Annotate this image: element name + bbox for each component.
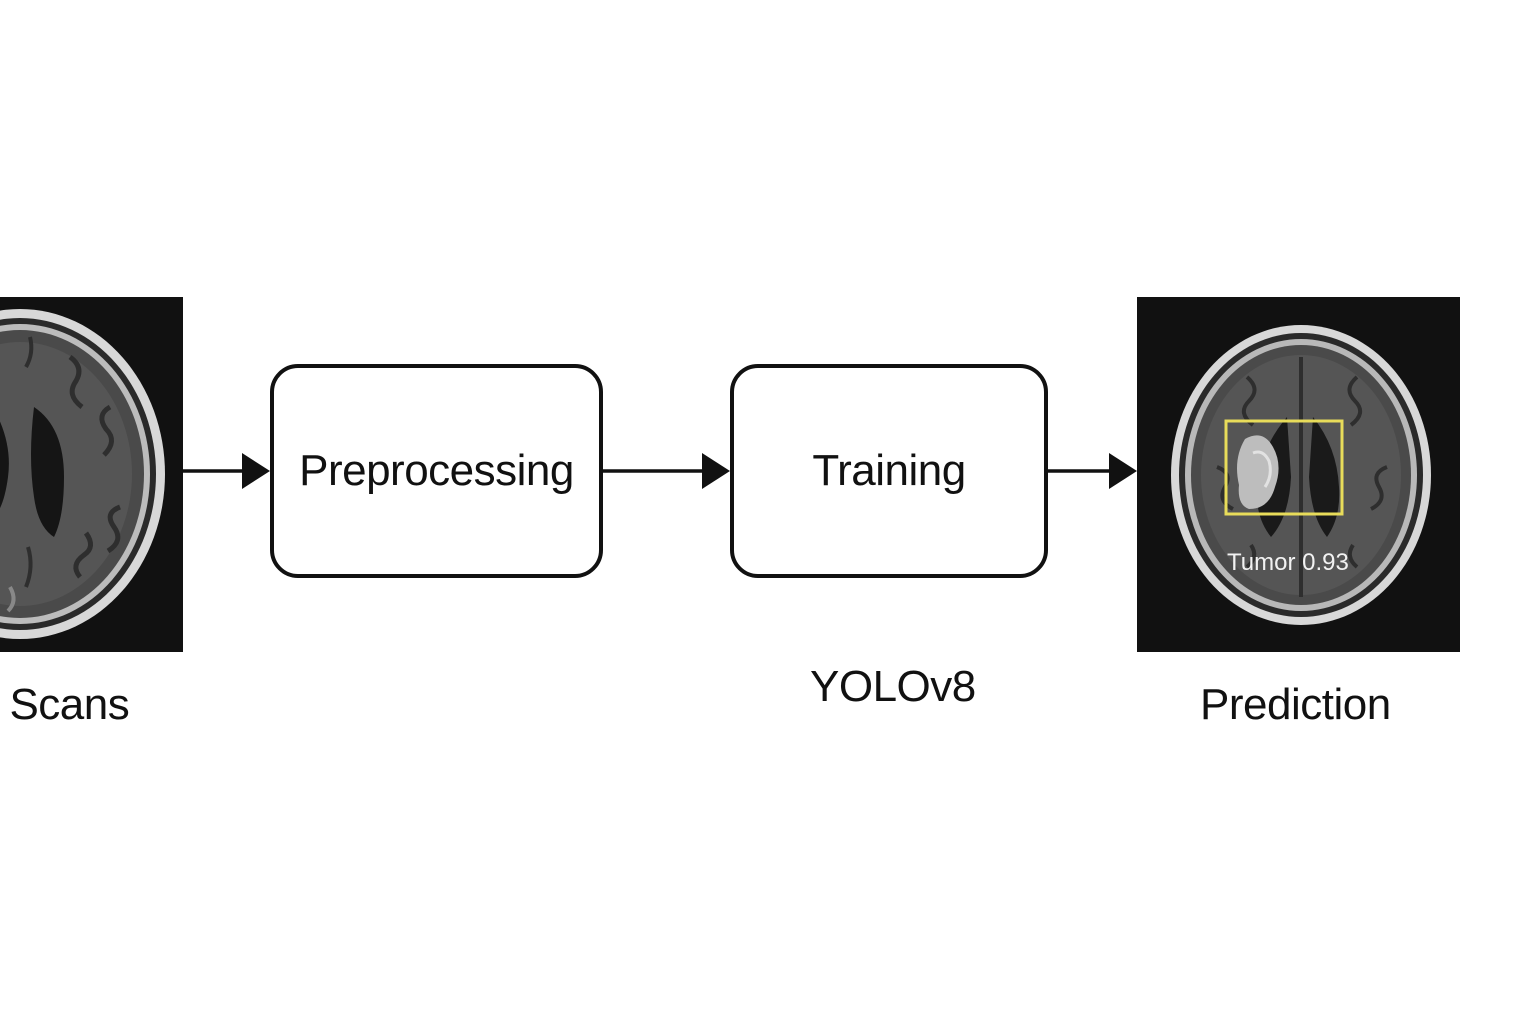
training-stage-box: Training [730,364,1048,578]
detection-label: Tumor 0.93 [1227,549,1349,576]
prediction-caption: Prediction [1200,680,1391,729]
detection-bounding-box [1224,419,1344,516]
arrow-training-to-prediction [1048,453,1137,489]
model-caption: YOLOv8 [810,662,976,711]
preprocessing-stage-box: Preprocessing [270,364,603,578]
arrow-input-to-preprocessing [183,453,270,489]
input-caption: I Scans [0,680,130,729]
arrow-preprocessing-to-training [603,453,730,489]
training-stage-label: Training [812,446,966,495]
input-mri-scan-image [0,297,183,652]
prediction-mri-scan-image [1137,297,1460,652]
preprocessing-stage-label: Preprocessing [299,446,574,495]
